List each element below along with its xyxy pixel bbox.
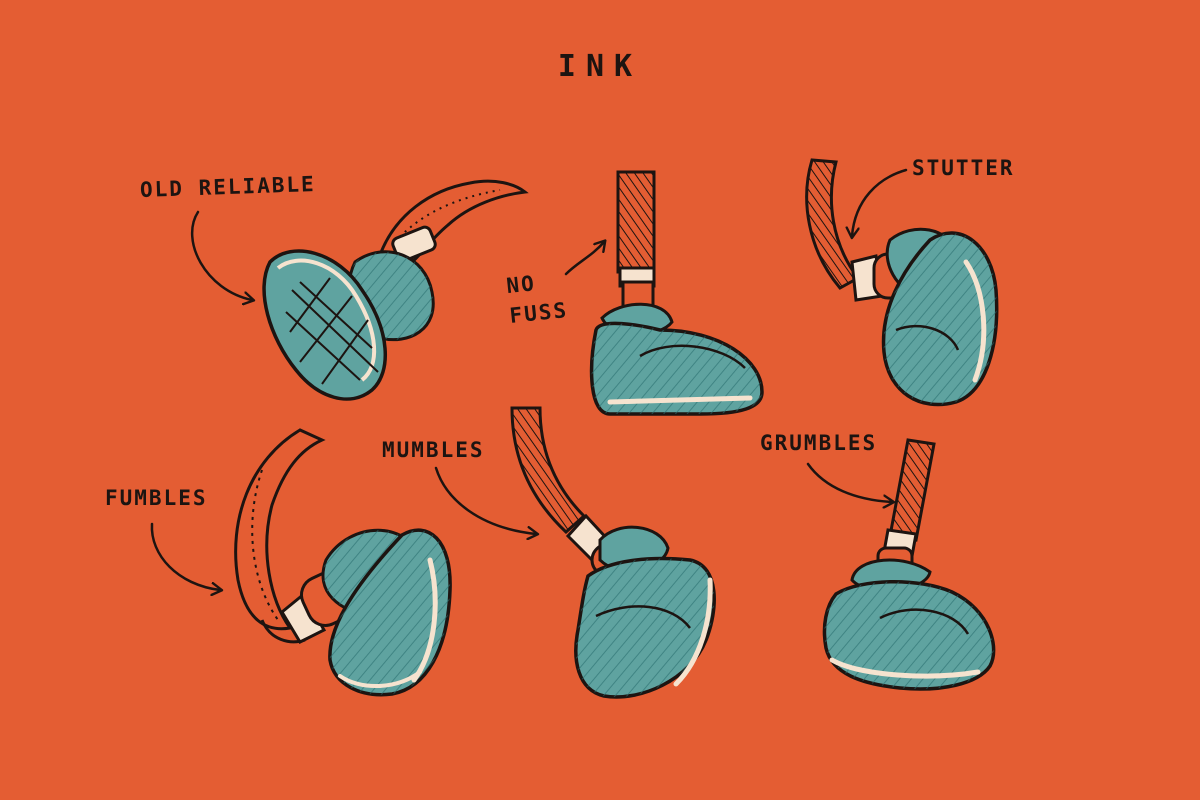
- cartoon-foot-icon: [510, 406, 716, 699]
- label-stutter: STUTTER: [912, 156, 1015, 180]
- arrow-icon: [564, 242, 604, 276]
- label-mumbles: MUMBLES: [382, 438, 485, 462]
- label-fumbles: FUMBLES: [105, 486, 208, 510]
- arrow-icon: [150, 522, 220, 590]
- cartoon-foot-icon: [822, 438, 996, 691]
- arrow-icon: [434, 466, 536, 534]
- cartoon-foot-icon: [234, 428, 452, 697]
- cartoon-foot-icon: [805, 158, 999, 407]
- label-no-fuss: NO FUSS: [505, 271, 570, 329]
- label-grumbles: GRUMBLES: [760, 431, 878, 455]
- arrow-icon: [852, 168, 908, 236]
- page-title: INK: [557, 49, 643, 84]
- cartoon-foot-icon: [589, 170, 764, 416]
- cartoon-foot-icon: [262, 179, 529, 401]
- arrow-icon: [806, 462, 892, 502]
- arrow-icon: [190, 210, 252, 300]
